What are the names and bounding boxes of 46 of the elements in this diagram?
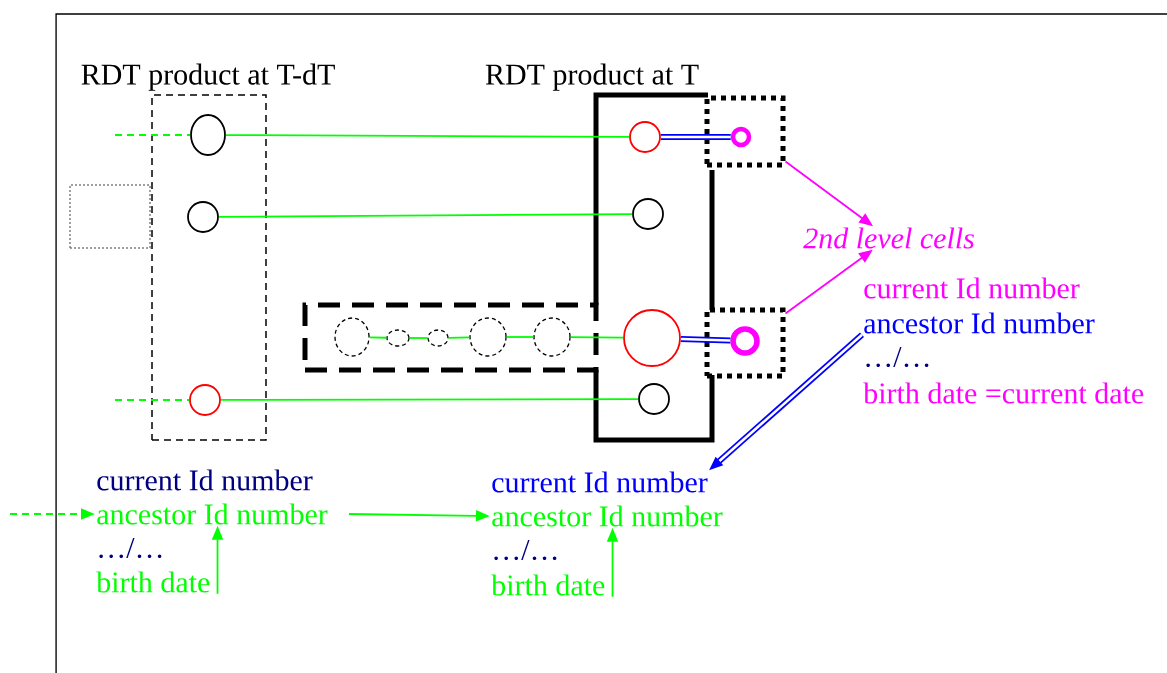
cell-circle [632,198,664,230]
record-field-text: ancestor Id number [492,505,723,527]
connector-line [660,133,731,141]
dotted-box [704,307,786,379]
record-field-text: ancestor Id number [97,503,328,525]
record-field-text: ancestor Id number [864,312,1095,334]
record-field-text: birth date =current date [863,382,1144,404]
record-field-text: current Id number [864,277,1080,299]
ring-marker [730,326,760,356]
connector-line [505,336,535,338]
cell-circle [187,201,219,233]
dashed-extension [302,302,599,373]
cell-circle [629,121,661,153]
cell-circle [334,317,370,357]
connector-line [218,213,633,218]
cell-circle [533,317,571,357]
cell-circle [638,383,670,415]
record-field-text: current Id number [492,471,708,493]
connector-line [569,336,624,339]
dotted-box [69,184,151,249]
cell-circle [190,114,226,156]
cell-circle [469,317,507,357]
dotted-box [704,95,786,168]
connector-line [225,134,630,138]
connector-line [114,134,191,136]
record-field-text: …/… [494,539,557,561]
cells-label: 2nd level cells [803,227,974,249]
connector-line [220,398,639,401]
cell-circle [623,309,681,367]
connector-line [368,336,388,339]
connector-line [680,335,731,344]
product-outline: RDT product at T [485,63,715,443]
cell-circle [189,384,221,416]
record-field-text: current Id number [97,469,313,491]
connector-line [447,336,471,339]
record-field-text: birth date [491,574,605,596]
cell-circle [386,329,410,347]
node-label: RDT product at T-dT [81,63,335,91]
connector-line [114,399,190,401]
connector-line [408,337,429,339]
dashed-box: RDT product at T-dT [81,63,335,441]
record-field-text: …/… [99,537,162,559]
record-field-text: birth date [96,571,210,593]
cell-circle [427,329,449,347]
ring-marker [730,126,752,148]
record-field-text: …/… [866,346,929,368]
